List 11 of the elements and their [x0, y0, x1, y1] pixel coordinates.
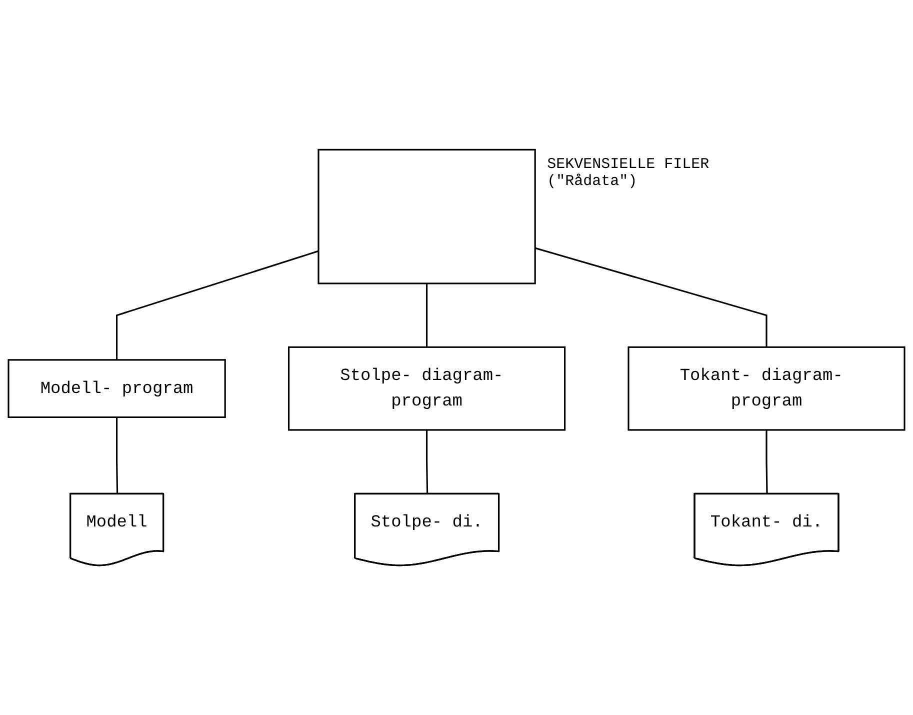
node-box — [318, 148, 536, 284]
connector — [426, 430, 428, 494]
connector — [116, 417, 118, 494]
node-box: Stolpe- diagram- program — [288, 346, 566, 431]
node-box: Tokant- diagram- program — [628, 346, 906, 431]
connector — [534, 247, 768, 348]
file-caption: SEKVENSIELLE FILER ("Rådata") — [547, 156, 710, 190]
node-box: Modell- program — [8, 359, 226, 418]
connector — [426, 283, 428, 348]
connector — [116, 250, 319, 360]
connector — [766, 430, 768, 494]
